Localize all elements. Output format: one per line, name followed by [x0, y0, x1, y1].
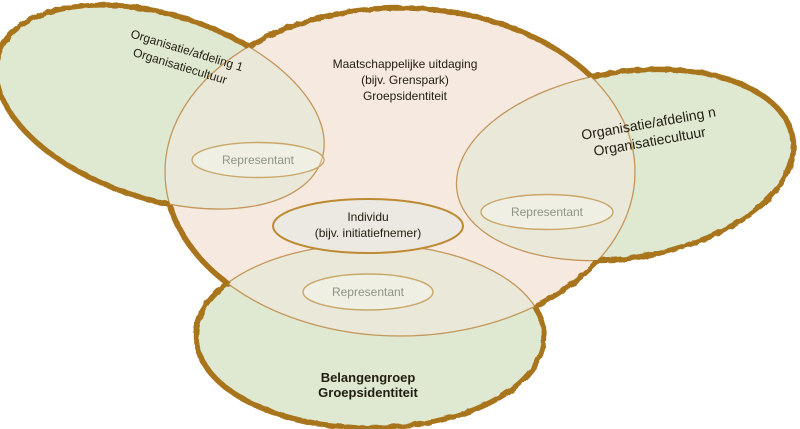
belangengroep-label-line2: Groepsidentiteit: [318, 385, 418, 400]
individu-ellipse: [272, 198, 464, 254]
representant-left-label: Representant: [222, 153, 295, 167]
representant-bottom-label: Representant: [332, 285, 405, 299]
representant-labels: Representant Representant Representant: [222, 153, 584, 299]
individu-label-line2: (bijv. initiatiefnemer): [315, 226, 421, 240]
representant-left-ellipse: [191, 141, 325, 179]
individu-label-line1: Individu: [347, 210, 388, 224]
individu-ellipse-group: [272, 198, 464, 254]
central-label-line2: (bijv. Grenspark): [361, 73, 449, 87]
belangengroep-label: Belangengroep Groepsidentiteit: [318, 370, 418, 400]
representant-ellipses: [191, 141, 614, 311]
belangengroep-label-line1: Belangengroep: [321, 370, 416, 385]
central-label-line3: Groepsidentiteit: [363, 89, 448, 103]
representant-right-ellipse: [480, 193, 614, 231]
representant-bottom-ellipse: [302, 273, 434, 311]
representant-right-label: Representant: [511, 205, 584, 219]
central-label-line1: Maatschappelijke uitdaging: [333, 57, 478, 71]
